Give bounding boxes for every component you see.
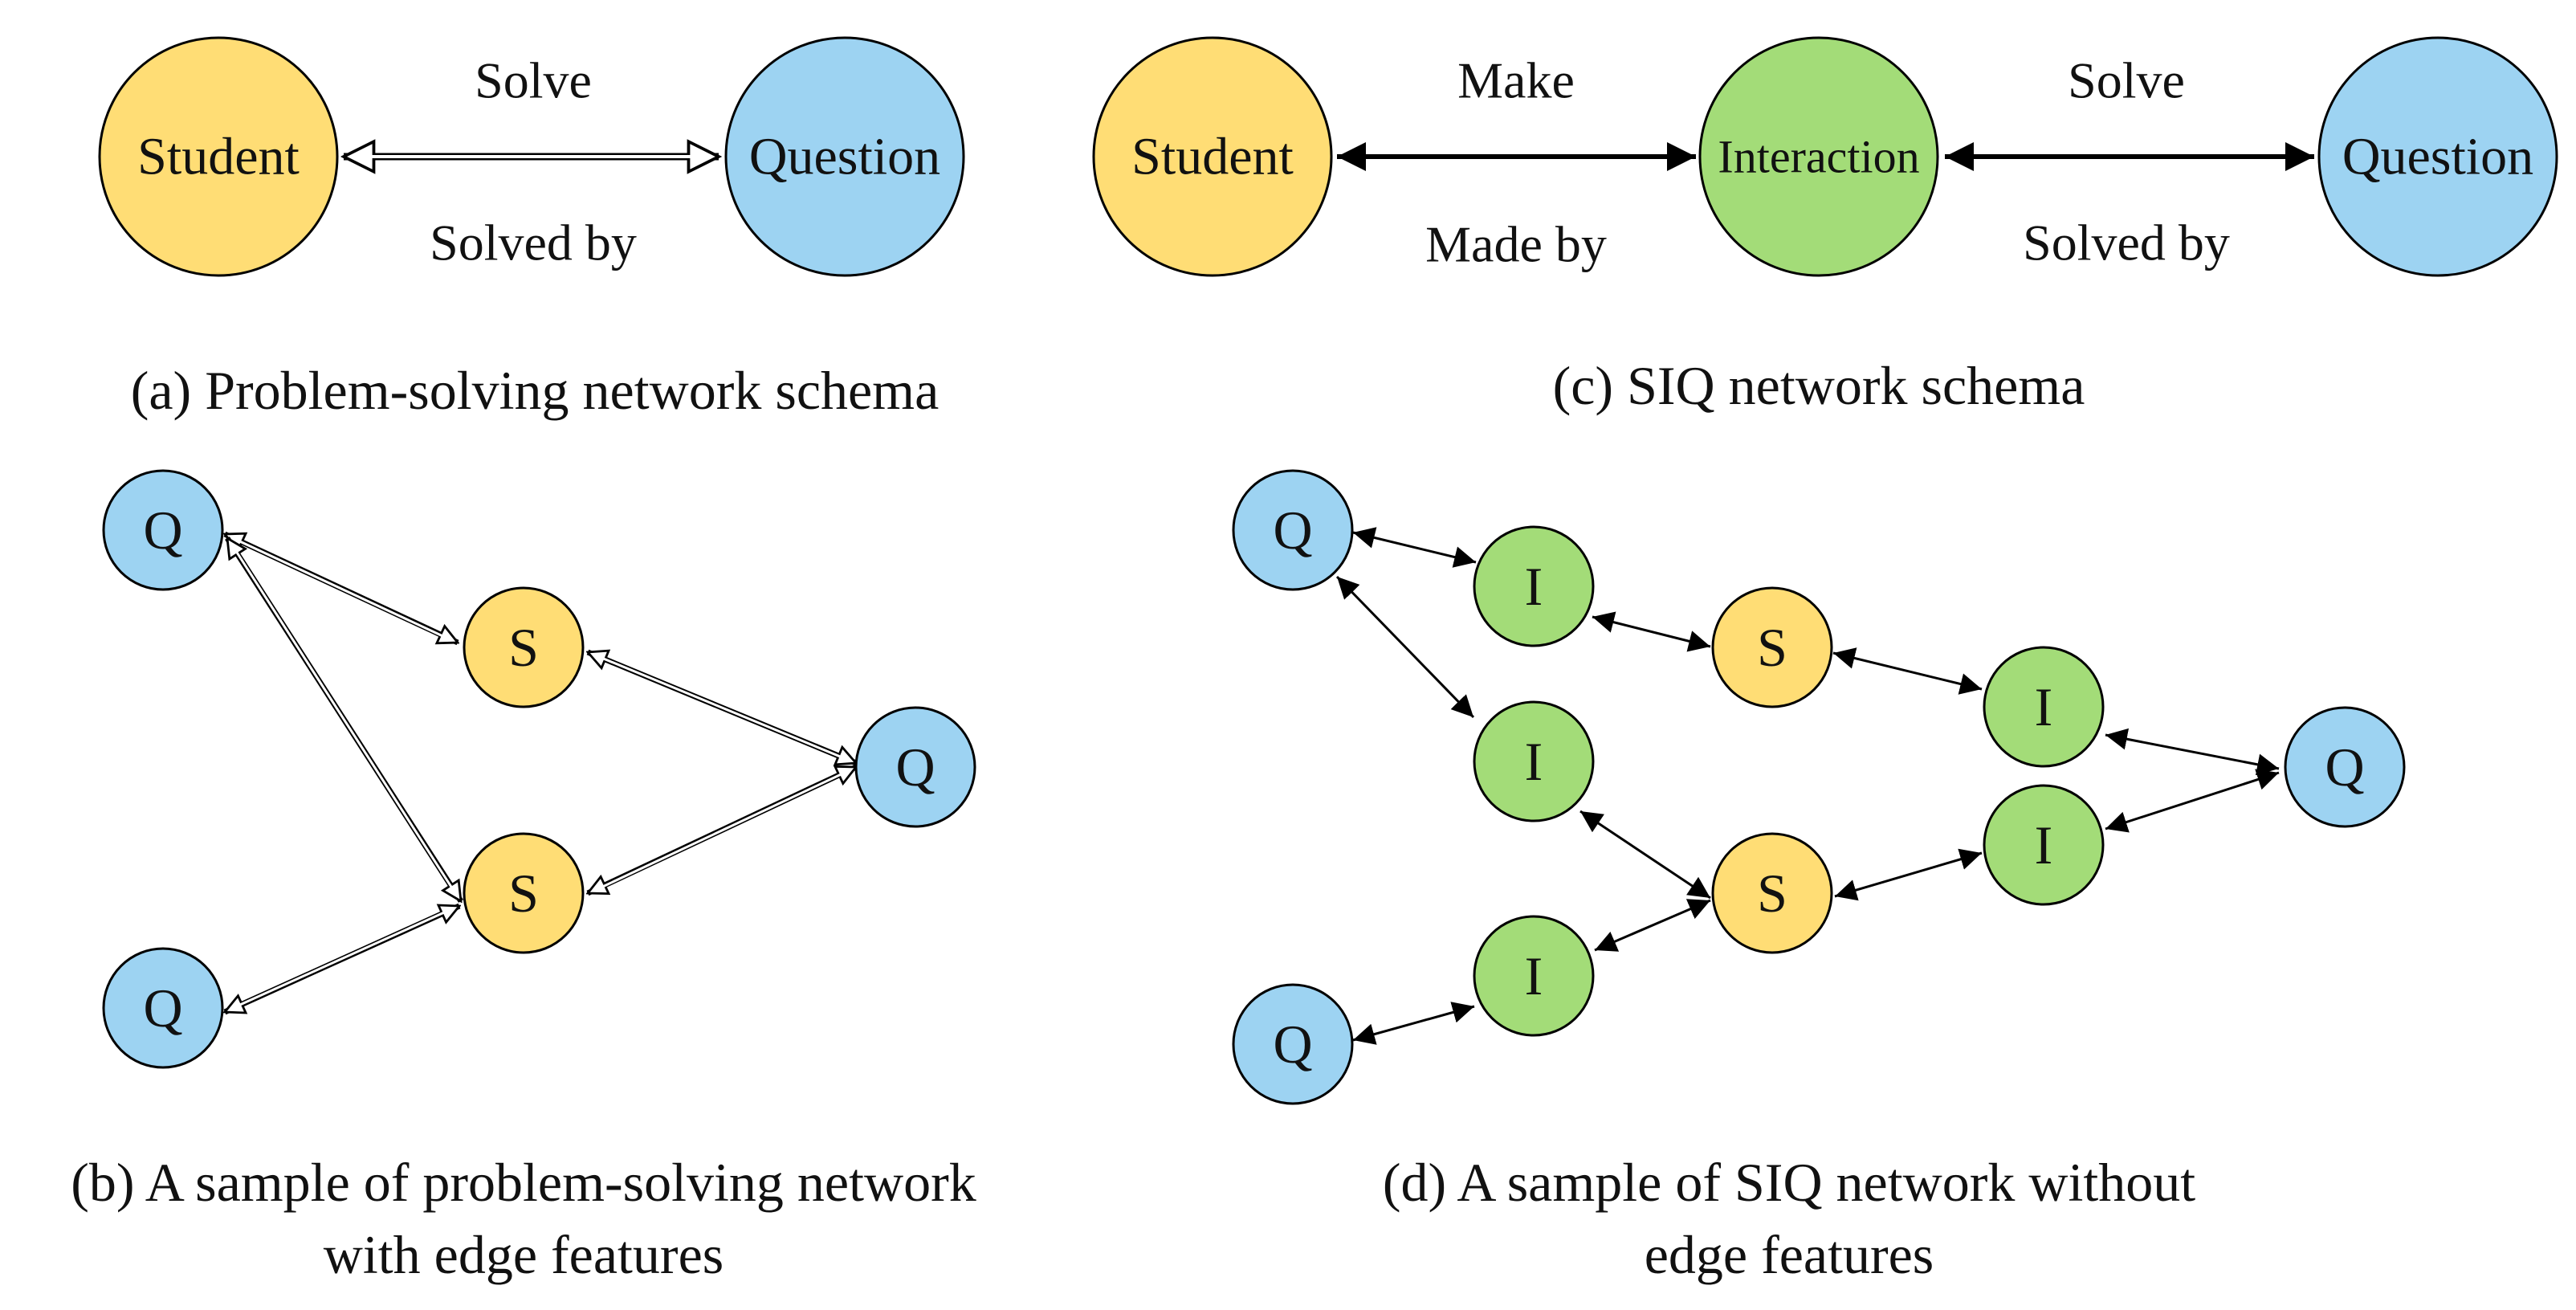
question-node — [2317, 36, 2558, 277]
question-node-label: Question — [2342, 128, 2533, 186]
edge-label-make: Make — [1457, 52, 1575, 109]
student-node-label: S — [1757, 617, 1787, 678]
caption-b-line1: (b) A sample of problem-solving network — [71, 1152, 976, 1213]
panel-c: Student Interaction Question Make Made b… — [1092, 36, 2558, 416]
student-node — [1711, 586, 1833, 708]
edge-q1-s1-inner — [232, 537, 450, 641]
question-node — [1232, 469, 1354, 591]
caption-d-line1: (d) A sample of SIQ network without — [1383, 1152, 2195, 1213]
question-node-label: Q — [1273, 1014, 1312, 1075]
panel-d-edges — [1335, 527, 2280, 1045]
edge-label-solve: Solve — [2068, 52, 2185, 109]
student-node — [463, 832, 585, 954]
edge-q3-s2-inner — [232, 908, 452, 1010]
edge-label-solved-by: Solved by — [430, 214, 637, 271]
interaction-node — [1698, 36, 1939, 277]
caption-d-line2: edge features — [1645, 1224, 1934, 1285]
edge-q1-i2 — [1335, 575, 1475, 719]
interaction-node — [1983, 646, 2105, 768]
panel-a: Student Question Solve Solved by (a) Pro… — [98, 36, 965, 421]
student-node — [1711, 832, 1833, 954]
student-node — [98, 36, 339, 277]
edge-q1-s2-inner — [231, 545, 457, 894]
interaction-node — [1473, 525, 1595, 647]
student-node-label: S — [508, 617, 539, 678]
panel-b: Q S Q S Q (b) A sample of problem-solvin… — [71, 469, 976, 1285]
edge-i4-q2 — [2105, 769, 2280, 833]
student-node-label: Student — [1131, 128, 1294, 186]
edge-s1-q2-inner — [595, 654, 849, 761]
edge-s2-i4 — [1834, 848, 1983, 901]
question-node-label: Q — [2325, 737, 2364, 798]
panel-b-edges — [225, 531, 856, 1015]
student-node-label: S — [1757, 863, 1787, 924]
student-node-label: Student — [137, 128, 300, 186]
interaction-node-label: I — [1525, 731, 1543, 792]
question-node — [2284, 706, 2406, 828]
student-node-label: S — [508, 863, 539, 924]
question-node — [102, 947, 224, 1069]
edge-q1-i1 — [1352, 527, 1477, 568]
question-node-label: Q — [143, 500, 182, 561]
interaction-node-label: I — [1525, 945, 1543, 1006]
caption-c: (c) SIQ network schema — [1553, 355, 2085, 416]
question-node — [1232, 983, 1354, 1105]
edge-i1-s1 — [1592, 611, 1711, 652]
student-node — [1092, 36, 1333, 277]
question-node-label: Q — [143, 977, 182, 1039]
edge-q3-i5 — [1352, 1002, 1475, 1045]
interaction-node-label: I — [1525, 556, 1543, 617]
question-node-label: Question — [749, 128, 940, 186]
interaction-node-label: Interaction — [1718, 131, 1919, 183]
question-node — [102, 469, 224, 591]
student-node — [463, 586, 585, 708]
edge-label-made-by: Made by — [1425, 216, 1607, 273]
edge-label-solve: Solve — [475, 52, 592, 109]
interaction-node — [1473, 915, 1595, 1037]
caption-b-line2: with edge features — [324, 1224, 723, 1285]
interaction-node — [1983, 784, 2105, 906]
question-node-label: Q — [895, 737, 935, 798]
question-node — [724, 36, 965, 277]
edge-label-solved-by: Solved by — [2023, 214, 2230, 271]
interaction-node-label: I — [2035, 814, 2053, 875]
question-node — [854, 706, 976, 828]
panel-d: Q I S I Q I I S I Q (d) A sample of SIQ … — [1232, 469, 2406, 1285]
edge-i5-s2 — [1594, 899, 1711, 952]
edge-s1-i3 — [1832, 647, 1983, 695]
caption-a: (a) Problem-solving network schema — [131, 360, 940, 421]
interaction-node — [1473, 700, 1595, 822]
question-node-label: Q — [1273, 500, 1312, 561]
edge-s2-q2-inner — [595, 769, 849, 892]
interaction-node-label: I — [2035, 676, 2053, 737]
edge-i3-q2 — [2105, 728, 2280, 776]
edge-i2-s2 — [1579, 810, 1711, 900]
